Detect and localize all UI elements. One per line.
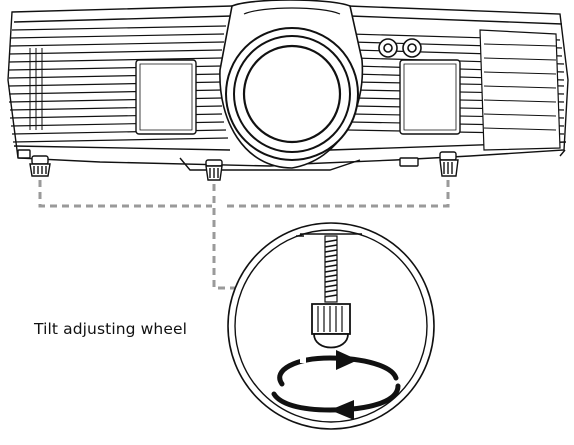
left-foot-connector	[38, 180, 212, 208]
right-face-panel	[479, 29, 561, 151]
vent-slat	[9, 41, 225, 47]
vent-slat	[9, 33, 225, 39]
lens-glass	[242, 44, 342, 144]
center-foot-connector	[212, 184, 246, 290]
vent-slat	[8, 57, 223, 63]
thread	[324, 274, 338, 278]
left-foot-base	[29, 163, 51, 177]
thread	[324, 279, 338, 283]
face-slat	[483, 71, 557, 75]
thread	[324, 284, 338, 288]
arc-gap-mask	[300, 357, 306, 363]
right-foot-connector	[222, 180, 450, 208]
projector-underplate	[179, 157, 361, 171]
tilt-wheel-label: Tilt adjusting wheel	[34, 320, 188, 338]
thread	[324, 239, 338, 243]
thread	[324, 259, 338, 263]
sensor-buttons	[378, 38, 422, 58]
knurled-wheel	[311, 303, 351, 335]
lens-icon	[219, 0, 364, 169]
left-edge-bars	[29, 48, 43, 130]
adjustable-foot-icon	[17, 149, 459, 181]
sensor-button-inner	[407, 43, 417, 53]
right-side-panel	[399, 59, 461, 135]
thread	[324, 269, 338, 273]
thread	[324, 264, 338, 268]
face-slat	[483, 43, 557, 47]
right-foot-ridges	[443, 162, 453, 174]
face-slat	[483, 85, 557, 89]
center-foot-ridges	[209, 168, 219, 178]
wheel-dome-tip	[313, 333, 349, 349]
vent-slat	[12, 137, 229, 143]
wheel-knurls	[317, 306, 343, 332]
magnified-callout	[227, 222, 435, 430]
center-foot	[205, 159, 223, 167]
left-foot	[31, 155, 49, 165]
face-slat	[483, 113, 557, 117]
callout-bracket	[296, 233, 362, 237]
vent-slat	[11, 25, 227, 31]
rotation-arc-back	[277, 355, 399, 387]
face-slat	[483, 57, 557, 61]
rotation-arrows-icon	[271, 350, 401, 420]
face-slat	[483, 127, 557, 131]
left-foot-ridges	[33, 166, 47, 174]
vent-slat	[8, 49, 223, 55]
thread	[324, 294, 338, 298]
right-foot-base	[439, 159, 459, 177]
shaft-threads	[324, 239, 338, 298]
right-foot	[439, 151, 457, 161]
thread	[324, 249, 338, 253]
rotation-arrowhead-right	[336, 350, 358, 370]
sensor-button	[402, 38, 422, 58]
face-slat	[483, 99, 557, 103]
right-side-panel-inner	[403, 63, 457, 131]
projector-top-edge	[13, 15, 563, 25]
sensor-button-inner	[383, 43, 393, 53]
right-tab	[399, 157, 419, 167]
thread	[324, 289, 338, 293]
thread	[324, 254, 338, 258]
right-face-slats	[483, 43, 557, 131]
lens-housing-top	[243, 7, 341, 15]
rotation-arrowhead-left	[330, 400, 354, 420]
sensor-button	[378, 38, 398, 58]
left-side-panel	[135, 59, 197, 135]
left-side-panel-inner	[139, 63, 193, 131]
left-tab	[17, 149, 31, 159]
thread	[324, 244, 338, 248]
